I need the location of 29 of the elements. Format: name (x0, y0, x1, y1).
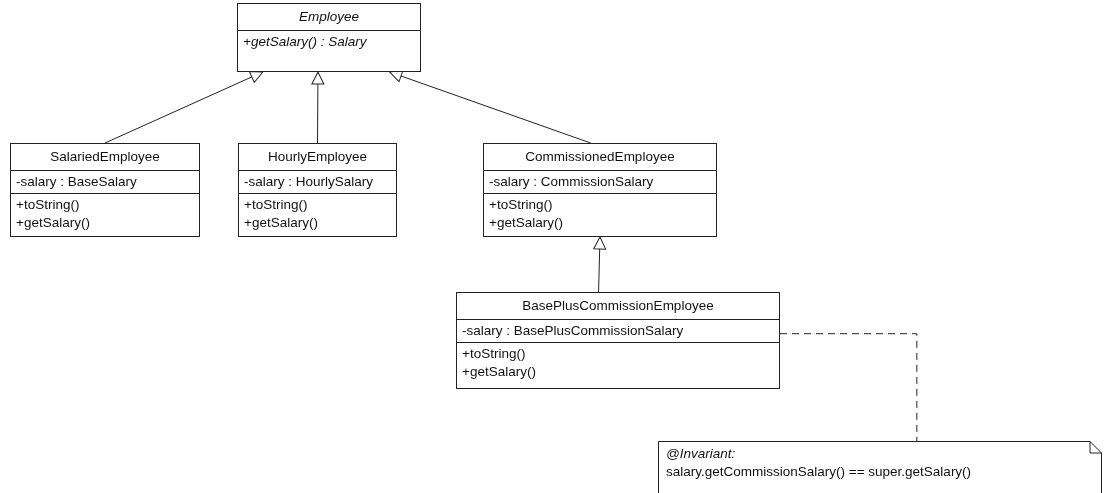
class-box (238, 143, 397, 237)
method: +toString() (244, 196, 308, 214)
attribute: -salary : CommissionSalary (489, 173, 654, 191)
generalization-arrow (104, 70, 264, 144)
attribute: -salary : HourlySalary (244, 173, 374, 191)
attribute: -salary : BaseSalary (16, 173, 137, 191)
method: +getSalary() (489, 214, 563, 232)
class-box (10, 143, 200, 237)
method: +toString() (16, 196, 80, 214)
method: +getSalary() (462, 363, 536, 381)
note-text: salary.getCommissionSalary() == super.getSalary() (666, 463, 972, 481)
class-name: SalariedEmployee (50, 148, 160, 166)
method: +toString() (489, 196, 553, 214)
class-name: BasePlusCommissionEmployee (522, 297, 714, 315)
attribute: -salary : BasePlusCommissionSalary (462, 322, 684, 340)
note-connector (779, 333, 918, 442)
class-name: HourlyEmployee (267, 148, 367, 166)
generalization-arrow (311, 71, 325, 144)
generalization-arrow (593, 236, 607, 293)
method: +getSalary() (16, 214, 90, 232)
note-tag: @Invariant: (666, 445, 736, 463)
class-name: Employee (298, 8, 359, 26)
method: +getSalary() : Salary (243, 33, 367, 51)
class-box (483, 143, 717, 237)
method: +getSalary() (244, 214, 318, 232)
class-box (456, 292, 780, 389)
class-name: CommissionedEmployee (525, 148, 675, 166)
abstract-class-box (237, 3, 421, 72)
method: +toString() (462, 345, 526, 363)
